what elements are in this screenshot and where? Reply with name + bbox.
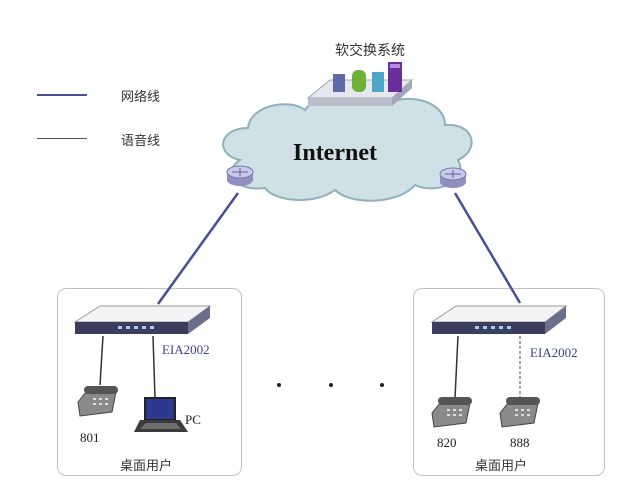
gateway-device-icon-right	[430, 305, 568, 334]
laptop-icon	[134, 397, 188, 432]
right-device-label: EIA2002	[530, 345, 578, 360]
ellipsis-dot	[380, 383, 384, 387]
network-line-legend-swatch	[37, 94, 87, 96]
softswitch-label: 软交换系统	[335, 43, 405, 59]
router-icon-right	[439, 167, 467, 188]
phone-icon-801	[77, 386, 118, 417]
network-line-left	[156, 192, 240, 305]
internet-cloud	[222, 91, 473, 202]
left-device-label: EIA2002	[162, 342, 210, 357]
pc-label: PC	[185, 412, 201, 427]
network-line-right	[453, 192, 522, 304]
gateway-device-icon-left	[73, 305, 212, 334]
softswitch-system-icon	[306, 62, 414, 106]
phone-icon-888	[499, 397, 540, 428]
phone-801-label: 801	[80, 430, 100, 445]
phone-820-label: 820	[437, 435, 457, 450]
ellipsis-dot	[277, 383, 281, 387]
router-icon-left	[226, 165, 254, 186]
ellipsis-dot	[329, 383, 333, 387]
voice-line-legend-label: 语音线	[121, 134, 161, 149]
right-group-label: 桌面用户	[475, 459, 528, 474]
internet-label: Internet	[293, 140, 377, 166]
voice-line-legend-swatch	[37, 138, 87, 139]
phone-888-label: 888	[510, 435, 530, 450]
phone-icon-820	[431, 397, 472, 428]
voice-line-820	[454, 335, 459, 399]
voice-line-801	[99, 335, 104, 386]
network-line-legend-label: 网络线	[121, 90, 161, 105]
left-group-label: 桌面用户	[120, 459, 173, 474]
link-line-pc	[152, 335, 156, 399]
